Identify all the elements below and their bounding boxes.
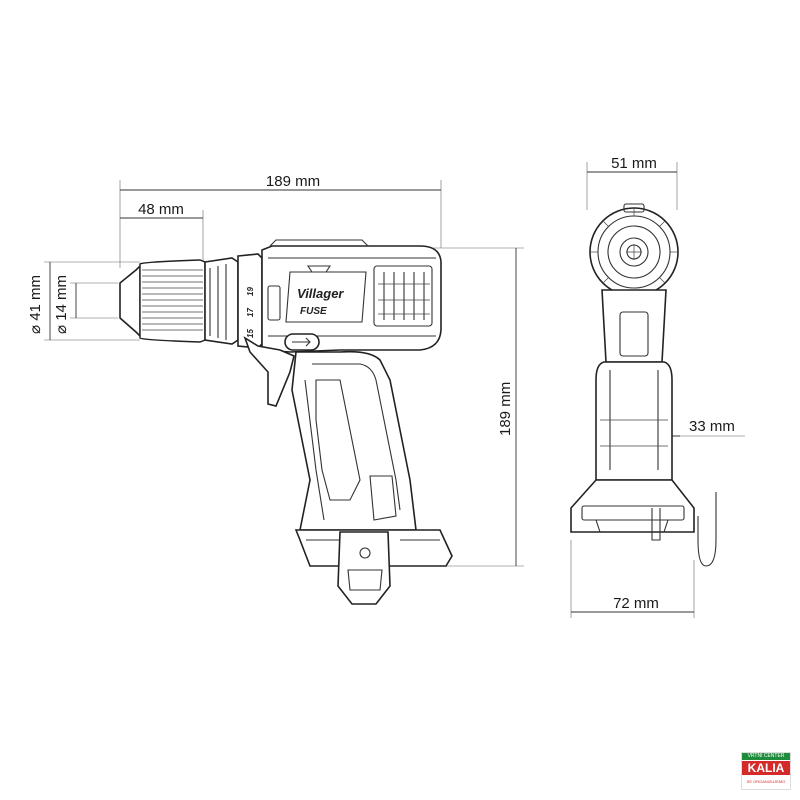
svg-text:19: 19	[246, 287, 255, 296]
svg-text:17: 17	[246, 308, 255, 317]
trigger	[243, 336, 295, 407]
vent-grille	[373, 265, 433, 327]
chuck-outer-diameter-label: ⌀ 41 mm	[27, 275, 44, 334]
badge-top-text: VRTNI CENTER	[742, 753, 790, 760]
dimension-chuck-length: 48 mm	[120, 201, 204, 262]
dimension-top-width: 51 mm	[586, 155, 678, 210]
side-view: 189 mm 48 mm ⌀ 41 mm ⌀ 14 mm 189 mm	[27, 173, 524, 605]
top-width-label: 51 mm	[611, 155, 657, 172]
dimension-total-length: 189 mm	[119, 173, 442, 268]
badge-main-text: KALIA	[742, 761, 790, 775]
drill-side-body: 19 17 15 Villager FUSE	[119, 239, 453, 605]
clutch-numbers: 19 17 15	[246, 287, 255, 338]
head-ribs	[590, 208, 678, 284]
dimension-chuck-diameters: ⌀ 41 mm ⌀ 14 mm	[27, 261, 140, 341]
total-length-label: 189 mm	[266, 173, 320, 190]
chuck-inner-diameter-label: ⌀ 14 mm	[53, 275, 70, 334]
belt-clip	[337, 531, 391, 605]
dimension-height: 189 mm	[432, 247, 524, 567]
series-logo: FUSE	[300, 306, 327, 317]
brand-logo: Villager	[297, 286, 344, 301]
height-label: 189 mm	[497, 382, 514, 436]
grip-width-label: 33 mm	[689, 418, 735, 435]
store-badge-logo: VRTNI CENTER KALIA SE ORGANIZUJEMO	[741, 752, 791, 790]
front-view: 51 mm 33 mm 72 mm	[570, 155, 745, 618]
chuck-length-label: 48 mm	[138, 201, 184, 218]
chuck-knurling	[142, 269, 203, 331]
belt-clip-wire	[697, 492, 717, 567]
badge-bottom-text: SE ORGANIZUJEMO	[746, 779, 786, 784]
dimension-base-width: 72 mm	[570, 540, 695, 618]
svg-text:15: 15	[246, 329, 255, 338]
base-width-label: 72 mm	[613, 595, 659, 612]
drill-front-body	[570, 203, 717, 567]
